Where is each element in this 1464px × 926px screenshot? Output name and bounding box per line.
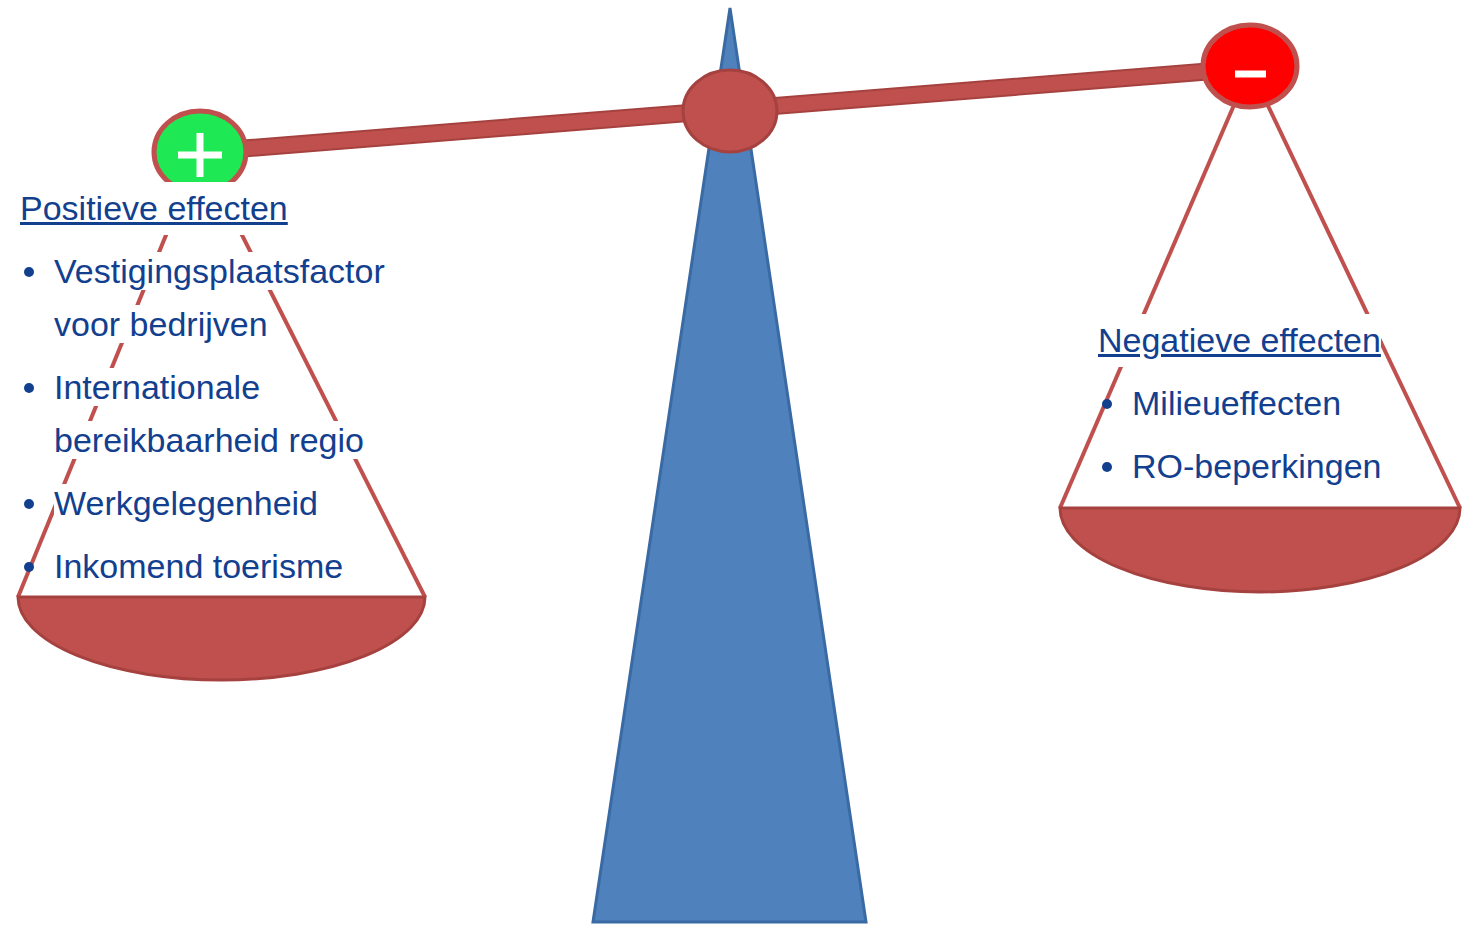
scale-stand [593,8,866,922]
effect-item: Vestigingsplaatsfactor voor bedrijven [54,252,385,343]
pan-bowl [1060,508,1460,592]
pan-heading: Positieve effecten [20,182,288,235]
effect-item: Inkomend toerisme [54,547,343,585]
pan-string [1250,68,1460,508]
effect-item: Werkgelegenheid [54,484,318,522]
minus-symbol [1235,71,1266,78]
pan-string [1060,68,1250,508]
plus-symbol [154,111,246,193]
bullet-dot [24,383,34,393]
pan-heading: Negatieve effecten [1098,314,1381,367]
bullet-dot [24,562,34,572]
bullet-dot [1102,462,1112,472]
scale-pivot [683,70,777,152]
effect-item: RO-beperkingen [1132,447,1381,485]
minus-symbol [1203,25,1297,107]
bullet-dot [24,499,34,509]
bullet-dot [1102,399,1112,409]
scale-beam [200,60,1251,160]
plus-symbol [197,133,204,177]
scale-pan: Negatieve effectenMilieueffectenRO-beper… [1098,314,1454,493]
effect-item: Milieueffecten [1132,384,1341,422]
bullet-dot [24,267,34,277]
pan-bowl [18,597,425,680]
effect-item: Internationale bereikbaarheid regio [54,368,364,459]
scale-pan: Positieve effectenVestigingsplaatsfactor… [20,182,460,593]
